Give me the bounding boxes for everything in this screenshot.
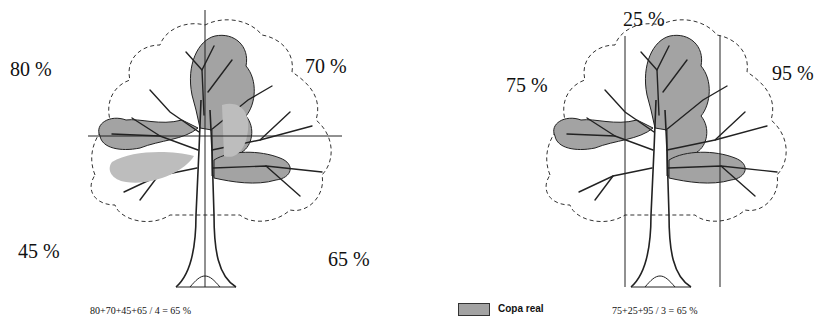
quadrant-percent: 65 % bbox=[328, 248, 370, 270]
legend-text: Copa real bbox=[498, 303, 544, 314]
legend-swatch bbox=[458, 303, 490, 316]
formula-caption: 80+70+45+65 / 4 = 65 % bbox=[90, 305, 191, 316]
quadrant-percent: 45 % bbox=[18, 240, 60, 262]
section-percent: 95 % bbox=[772, 62, 814, 84]
formula-caption: 75+25+95 / 3 = 65 % bbox=[612, 305, 698, 316]
section-percent: 75 % bbox=[506, 74, 548, 96]
quadrant-percent: 80 % bbox=[10, 58, 52, 80]
quadrant-percent: 70 % bbox=[305, 55, 347, 77]
section-percent: 25 % bbox=[623, 8, 665, 30]
